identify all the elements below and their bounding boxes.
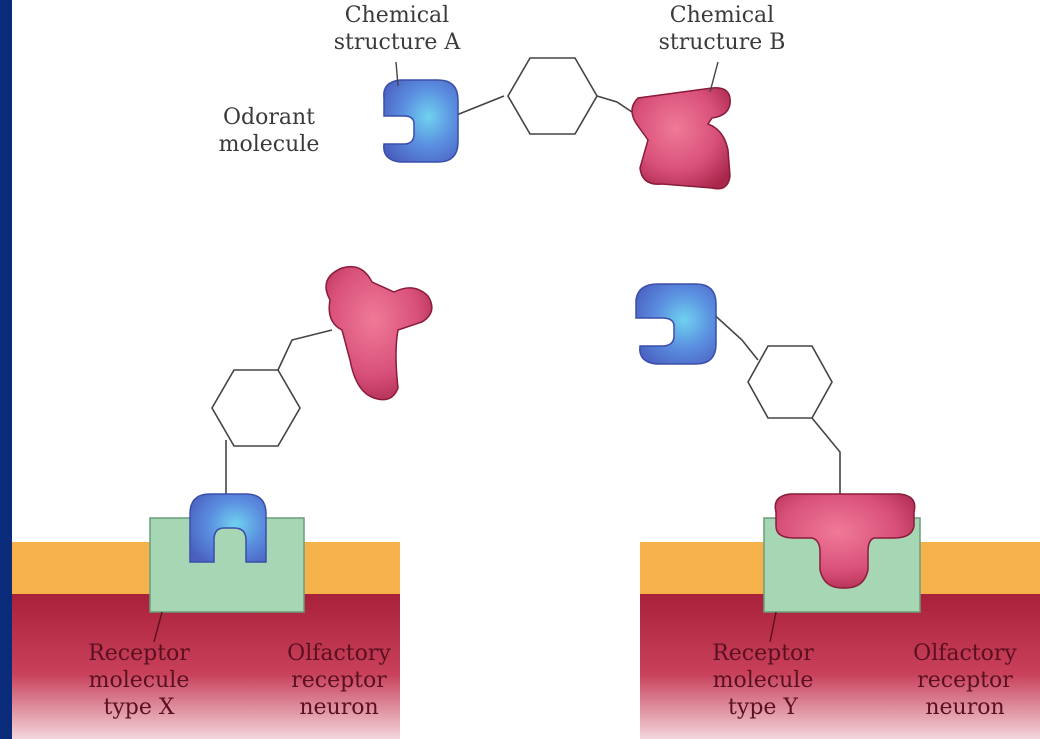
label-line: Receptor (712, 641, 814, 666)
structure-a-free (635, 283, 717, 365)
label-line: type Y (728, 695, 798, 720)
receptor-x-shape (149, 517, 305, 613)
leader-line (395, 61, 399, 87)
bond-line (811, 417, 841, 494)
label-line: molecule (712, 668, 814, 693)
label-line: molecule (88, 668, 190, 693)
label-line: Odorant (222, 105, 315, 130)
leader-line (709, 61, 719, 93)
structure-a-bound (189, 493, 267, 563)
label-line: Chemical (669, 3, 775, 28)
leader-line (769, 611, 777, 643)
label-line: structure B (658, 30, 786, 55)
label-olfactory-neuron-left: Olfactory receptor neuron (274, 640, 404, 721)
leader-line (153, 611, 163, 643)
label-receptor-x: Receptor molecule type X (74, 640, 204, 721)
leader-lines (153, 61, 777, 643)
label-line: Olfactory (287, 641, 391, 666)
label-line: Chemical (344, 3, 450, 28)
odorant-molecule-top (383, 57, 731, 190)
hexagon-ring (211, 369, 301, 447)
label-line: type X (103, 695, 175, 720)
label-line: structure A (333, 30, 461, 55)
bond-line (277, 329, 333, 371)
structure-a-shape (383, 79, 459, 163)
odorant-receptor-diagram (12, 57, 1040, 739)
label-olfactory-neuron-right: Olfactory receptor neuron (900, 640, 1030, 721)
label-line: Olfactory (913, 641, 1017, 666)
label-receptor-y: Receptor molecule type Y (698, 640, 828, 721)
structure-b-shape (631, 87, 731, 190)
label-odorant-molecule: Odorant molecule (204, 104, 334, 158)
label-line: molecule (218, 132, 320, 157)
label-chemical-structure-b: Chemical structure B (632, 2, 812, 56)
hexagon-ring (747, 345, 833, 419)
cytoplasm-layer (640, 594, 1040, 739)
bond-line (708, 309, 759, 361)
hexagon-ring (507, 57, 598, 135)
label-line: neuron (299, 695, 379, 720)
right-neuron-panel (635, 283, 1040, 739)
diagram-canvas: Chemical structure A Chemical structure … (12, 0, 1040, 739)
label-line: receptor (917, 668, 1013, 693)
left-neuron-panel (12, 265, 433, 739)
label-chemical-structure-a: Chemical structure A (312, 2, 482, 56)
label-line: neuron (925, 695, 1005, 720)
label-line: Receptor (88, 641, 190, 666)
label-line: receptor (291, 668, 387, 693)
bond-line (453, 95, 505, 117)
structure-b-bound (774, 493, 916, 589)
structure-b-free (325, 265, 433, 401)
cytoplasm-layer (12, 594, 400, 739)
